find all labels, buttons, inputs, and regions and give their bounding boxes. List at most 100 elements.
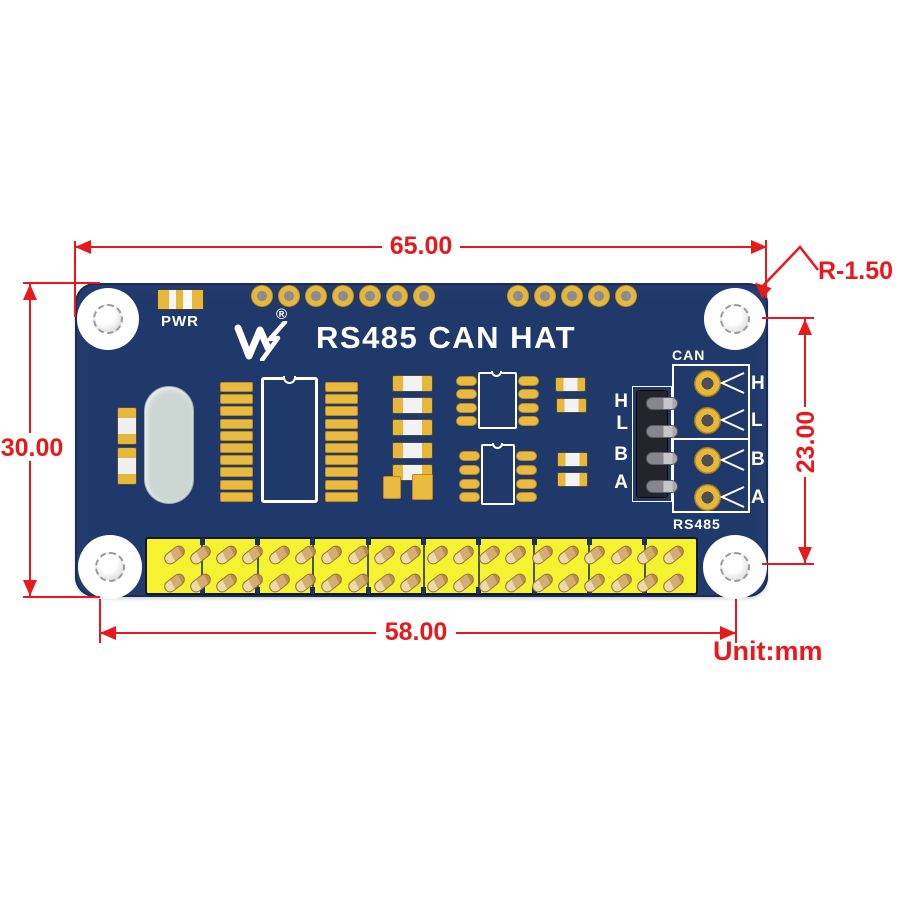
jumper-label-l: L: [616, 413, 628, 434]
gpio-pin: [292, 543, 319, 567]
gpio-edge-tick: [476, 538, 482, 545]
smd-resistor: [392, 396, 433, 414]
gpio-pin: [319, 543, 345, 567]
dim-width-arrow-left: [75, 240, 91, 254]
main-ic-outline: [261, 377, 318, 503]
gpio-pin: [187, 543, 214, 567]
registered-trademark: ®: [276, 306, 288, 323]
dim-connector-arrow-bottom: [798, 547, 812, 563]
soic-bottom-notch: [492, 443, 503, 449]
through-hole-pad: [278, 285, 300, 307]
gpio-pin: [503, 543, 529, 567]
soic-pad: [456, 376, 477, 386]
gpio-pin: [424, 571, 450, 595]
mounting-hole-bottom-right: [703, 535, 767, 599]
smd-resistor: [557, 452, 588, 467]
ic-pin-pad: [325, 467, 358, 478]
gpio-pin: [161, 543, 187, 567]
gpio-pin: [266, 571, 292, 595]
gpio-edge-tick: [365, 587, 371, 594]
dim-spacing-ext-left: [99, 599, 101, 643]
terminal-pad: [693, 446, 721, 474]
jumper-pin: [646, 452, 678, 465]
terminal-pin-label-b: B: [751, 449, 765, 470]
soic-top-notch: [491, 371, 502, 377]
soic-pad: [518, 389, 539, 399]
dim-connector-value: 23.00: [791, 407, 820, 477]
can-label: CAN: [672, 347, 706, 363]
gpio-segment-divider: [533, 539, 536, 593]
dim-spacing-value: 58.00: [376, 617, 456, 647]
soic-pad: [456, 416, 477, 426]
through-hole-pad: [561, 285, 583, 307]
board-title: RS485 CAN HAT: [316, 320, 577, 355]
ic-pin-pad: [325, 394, 358, 405]
solder-pad: [383, 476, 401, 499]
through-hole-pad: [305, 285, 327, 307]
gpio-segment-divider: [422, 539, 425, 593]
gpio-pin: [608, 543, 634, 567]
dim-width-arrow-right: [751, 240, 767, 254]
soic-pad: [459, 451, 480, 461]
dim-spacing-arrow-left: [100, 626, 116, 640]
smd-resistor: [555, 377, 586, 392]
rs485-label: RS485: [673, 516, 721, 532]
smd-resistor: [556, 398, 587, 413]
dim-connector-arrow-top: [798, 319, 812, 335]
gpio-segment-divider: [477, 539, 480, 593]
terminal-pad: [693, 406, 721, 434]
crystal-oscillator: [144, 386, 194, 504]
gpio-pin: [424, 543, 450, 567]
ic-pin-pad: [220, 406, 253, 417]
smd-resistor: [557, 472, 588, 487]
soic-pad: [516, 492, 537, 502]
gpio-pin: [660, 543, 687, 567]
dim-height-ext-top: [23, 282, 100, 284]
gpio-pin: [582, 571, 608, 595]
gpio-pin: [240, 543, 266, 567]
terminal-pin-label-l: L: [751, 410, 763, 431]
ic-pin-pad: [220, 443, 253, 453]
terminal-wire-chevron: [719, 449, 745, 471]
dim-radius-leader: [758, 245, 819, 291]
gpio-segment-divider: [643, 539, 646, 593]
through-hole-pad: [507, 285, 529, 307]
dim-spacing-ext-right: [735, 599, 737, 643]
terminal-pad: [693, 483, 721, 511]
gpio-segment-divider: [256, 539, 259, 593]
dim-connector-ext-top: [762, 317, 814, 319]
gpio-pin: [476, 571, 503, 595]
gpio-edge-tick: [310, 587, 316, 594]
gpio-pin: [634, 571, 661, 595]
gpio-segment-divider: [201, 539, 204, 593]
ic-pin-pad: [220, 382, 253, 392]
gpio-segment-divider: [588, 539, 591, 593]
jumper-header-outline: [632, 386, 672, 502]
soic-pad: [516, 451, 537, 461]
gpio-edge-tick: [642, 538, 648, 545]
gpio-pin: [555, 571, 582, 595]
terminal-block-divider: [674, 438, 748, 440]
through-hole-pad: [386, 285, 408, 307]
gpio-pin: [266, 543, 292, 567]
pwr-label: PWR: [161, 313, 199, 330]
waveshare-logo-icon: [234, 321, 288, 361]
jumper-label-h: H: [614, 391, 628, 412]
ic-pin-pad: [325, 430, 358, 441]
gpio-pin: [319, 571, 345, 595]
gpio-pin: [161, 571, 187, 595]
gpio-pin: [397, 543, 424, 567]
gpio-edge-tick: [421, 587, 426, 594]
ic-pin-pad: [220, 479, 253, 490]
ic-pin-pad: [220, 467, 253, 478]
gpio-pin: [450, 571, 477, 595]
through-hole-pad: [251, 285, 273, 307]
ic-pin-pad: [220, 430, 253, 441]
terminal-pad: [693, 369, 721, 397]
dim-connector-ext-bottom: [762, 563, 814, 565]
gpio-header: [145, 537, 698, 595]
terminal-wire-chevron: [719, 372, 745, 394]
ic-pin-pad: [325, 443, 358, 453]
smd-capacitor: [117, 447, 137, 485]
gpio-pin: [397, 571, 424, 595]
